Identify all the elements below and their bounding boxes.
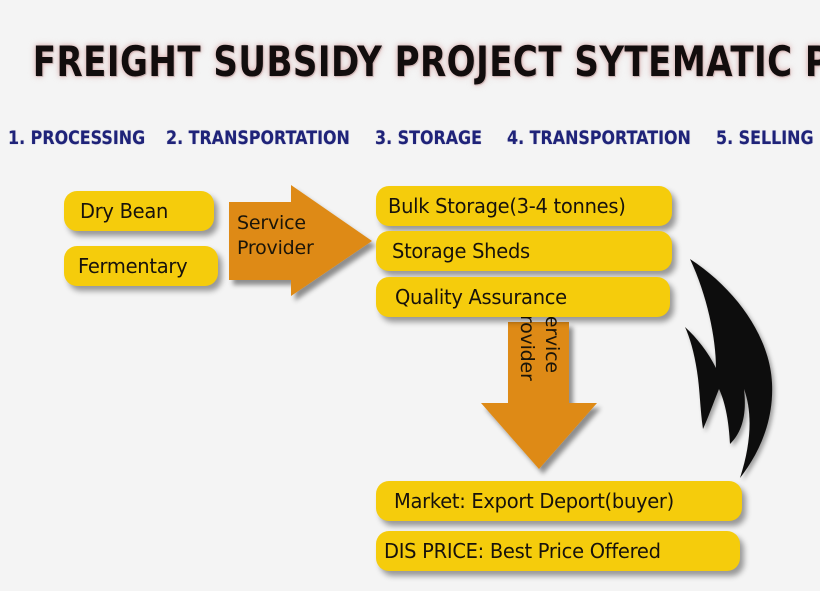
box-dis-price-label: DIS PRICE: Best Price Offered (384, 539, 661, 563)
box-fermentary[interactable]: Fermentary (64, 246, 218, 286)
box-fermentary-label: Fermentary (78, 254, 188, 278)
step-label-selling: 5. SELLING (716, 128, 814, 149)
service-provider-down-line2: Provider (516, 304, 538, 381)
box-market-export-deport[interactable]: Market: Export Deport(buyer) (376, 481, 742, 521)
service-provider-down-label: Service Provider (514, 304, 564, 404)
service-provider-right-label: Service Provider (237, 211, 333, 261)
box-storage-sheds[interactable]: Storage Sheds (376, 231, 672, 271)
step-label-storage: 3. STORAGE (375, 128, 482, 149)
curved-return-arrow (685, 259, 773, 478)
box-bulk-storage[interactable]: Bulk Storage(3-4 tonnes) (376, 186, 672, 226)
box-storage-sheds-label: Storage Sheds (392, 239, 530, 263)
step-label-transportation-1: 2. TRANSPORTATION (166, 128, 350, 149)
box-dis-price[interactable]: DIS PRICE: Best Price Offered (376, 531, 740, 571)
box-dry-bean-label: Dry Bean (80, 199, 169, 223)
step-label-transportation-2: 4. TRANSPORTATION (507, 128, 691, 149)
box-dry-bean[interactable]: Dry Bean (64, 191, 214, 231)
box-bulk-storage-label: Bulk Storage(3-4 tonnes) (388, 194, 626, 218)
service-provider-right-line1: Service (237, 212, 306, 234)
box-quality-assurance[interactable]: Quality Assurance (376, 277, 670, 317)
service-provider-right-line2: Provider (237, 237, 314, 259)
process-step-labels: 1. PROCESSING 2. TRANSPORTATION 3. STORA… (0, 128, 820, 156)
service-provider-down-line1: Service (541, 304, 563, 373)
box-market-label: Market: Export Deport(buyer) (394, 489, 674, 513)
page-title: FREIGHT SUBSIDY PROJECT SYTEMATIC PROCED… (32, 38, 820, 87)
box-quality-assurance-label: Quality Assurance (395, 285, 567, 309)
step-label-processing: 1. PROCESSING (8, 128, 146, 149)
